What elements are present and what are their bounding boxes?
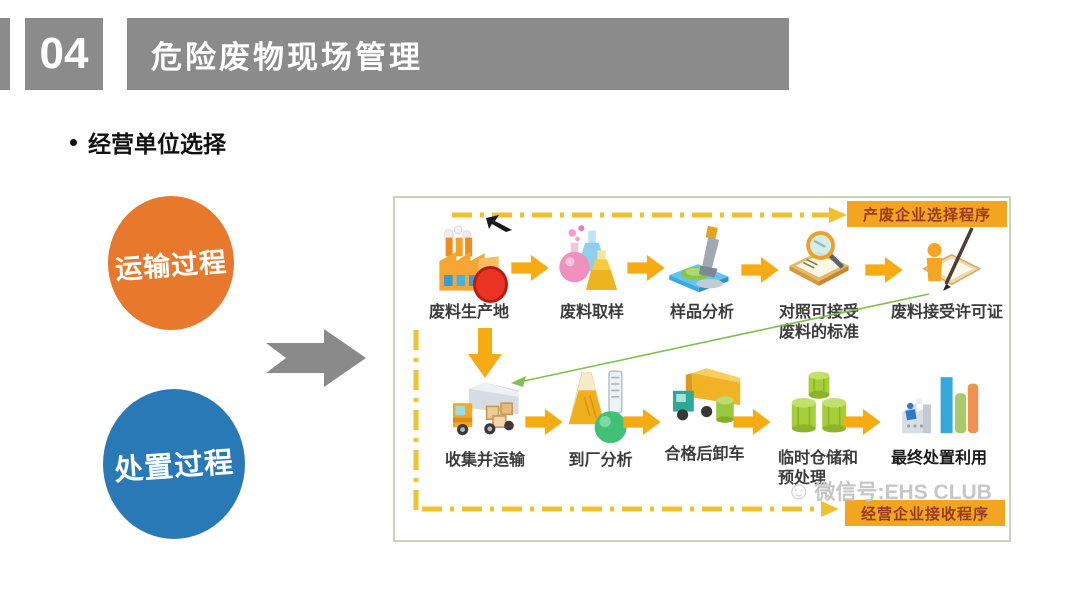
flow-arrow-right-icon (865, 256, 903, 284)
flow-step-label: 废料接受许可证 (890, 304, 1003, 321)
flow-step-temporary-storage: 临时仓储和 预处理 (770, 366, 868, 489)
flow-step-label: 对照可接受 废料的标准 (767, 303, 871, 343)
bullet-text: 经营单位选择 (88, 131, 226, 157)
flow-step-collect-transport: 收集并运输 (435, 368, 535, 471)
cursor-arrow-icon (486, 215, 512, 232)
flow-step-label: 合格后卸车 (664, 446, 745, 463)
flow-step-acceptance-permit: 废料接受许可证 (887, 220, 1007, 323)
disposal-plant-icon (902, 377, 979, 434)
flow-arrow-right-icon (525, 408, 563, 436)
slide-number: 04 (25, 18, 103, 90)
flow-arrow-right-icon (623, 408, 661, 436)
disposal-process-label: 处置过程 (113, 446, 236, 488)
flow-step-label: 到厂分析 (568, 452, 633, 469)
flow-step-label: 废料取样 (559, 304, 624, 321)
header-left-strip (0, 18, 10, 90)
watermark: ☺ 微信号:EHS CLUB (786, 476, 992, 506)
flow-step-label: 最终处置利用 (890, 450, 987, 467)
flow-step-label-line1: 对照可接受 (778, 304, 859, 321)
flow-step-label-line2: 预处理 (778, 470, 827, 487)
flow-step-label: 收集并运输 (444, 452, 525, 469)
flow-arrow-right-icon (511, 254, 549, 282)
flow-step-standards-check: 对照可接受 废料的标准 (767, 220, 871, 343)
flow-arrow-right-icon (741, 256, 779, 284)
transport-process-circle: 运输过程 (108, 196, 234, 330)
slide-title-bar: 危险废物现场管理 (127, 18, 789, 90)
operator-receiving-procedure-tag: 经营企业接收程序 (845, 500, 1005, 526)
slide-title: 危险废物现场管理 (151, 39, 423, 75)
storage-barrels-icon (791, 371, 847, 433)
watermark-text: 微信号:EHS CLUB (814, 481, 992, 504)
magnifier-document-icon (789, 230, 849, 286)
flow-step-label-line2: 废料的标准 (778, 324, 859, 341)
highlight-red-circle (473, 266, 508, 303)
disposal-process-circle: 处置过程 (103, 389, 245, 539)
flow-arrow-down-icon (468, 328, 502, 378)
smiley-icon: ☺ (786, 476, 812, 505)
flow-step-final-disposal: 最终处置利用 (883, 366, 995, 469)
permit-signing-icon (921, 243, 982, 286)
flow-arrow-right-icon (843, 408, 881, 436)
flow-step-label: 样品分析 (669, 304, 734, 321)
flow-arrow-right-icon (733, 408, 771, 436)
flow-step-sample-analysis: 样品分析 (657, 220, 747, 323)
transport-process-label: 运输过程 (114, 246, 229, 285)
microscope-icon (669, 225, 729, 293)
collection-truck-icon (453, 382, 519, 436)
bullet-line: 经营单位选择 (70, 126, 226, 158)
flow-step-label: 废料生产地 (428, 304, 509, 321)
producer-selection-procedure-tag: 产废企业选择程序 (847, 201, 1007, 227)
flow-step-label: 临时仓储和 预处理 (770, 449, 868, 489)
bullet-dot-icon (70, 138, 77, 146)
flow-step-waste-production: 废料生产地 (419, 220, 519, 323)
flow-step-waste-sampling: 废料取样 (547, 220, 637, 323)
flow-step-label-line1: 临时仓储和 (778, 450, 859, 467)
flow-arrow-right-icon (627, 254, 665, 282)
sampling-flasks-icon (559, 225, 618, 290)
big-gray-arrow-icon (266, 329, 366, 387)
